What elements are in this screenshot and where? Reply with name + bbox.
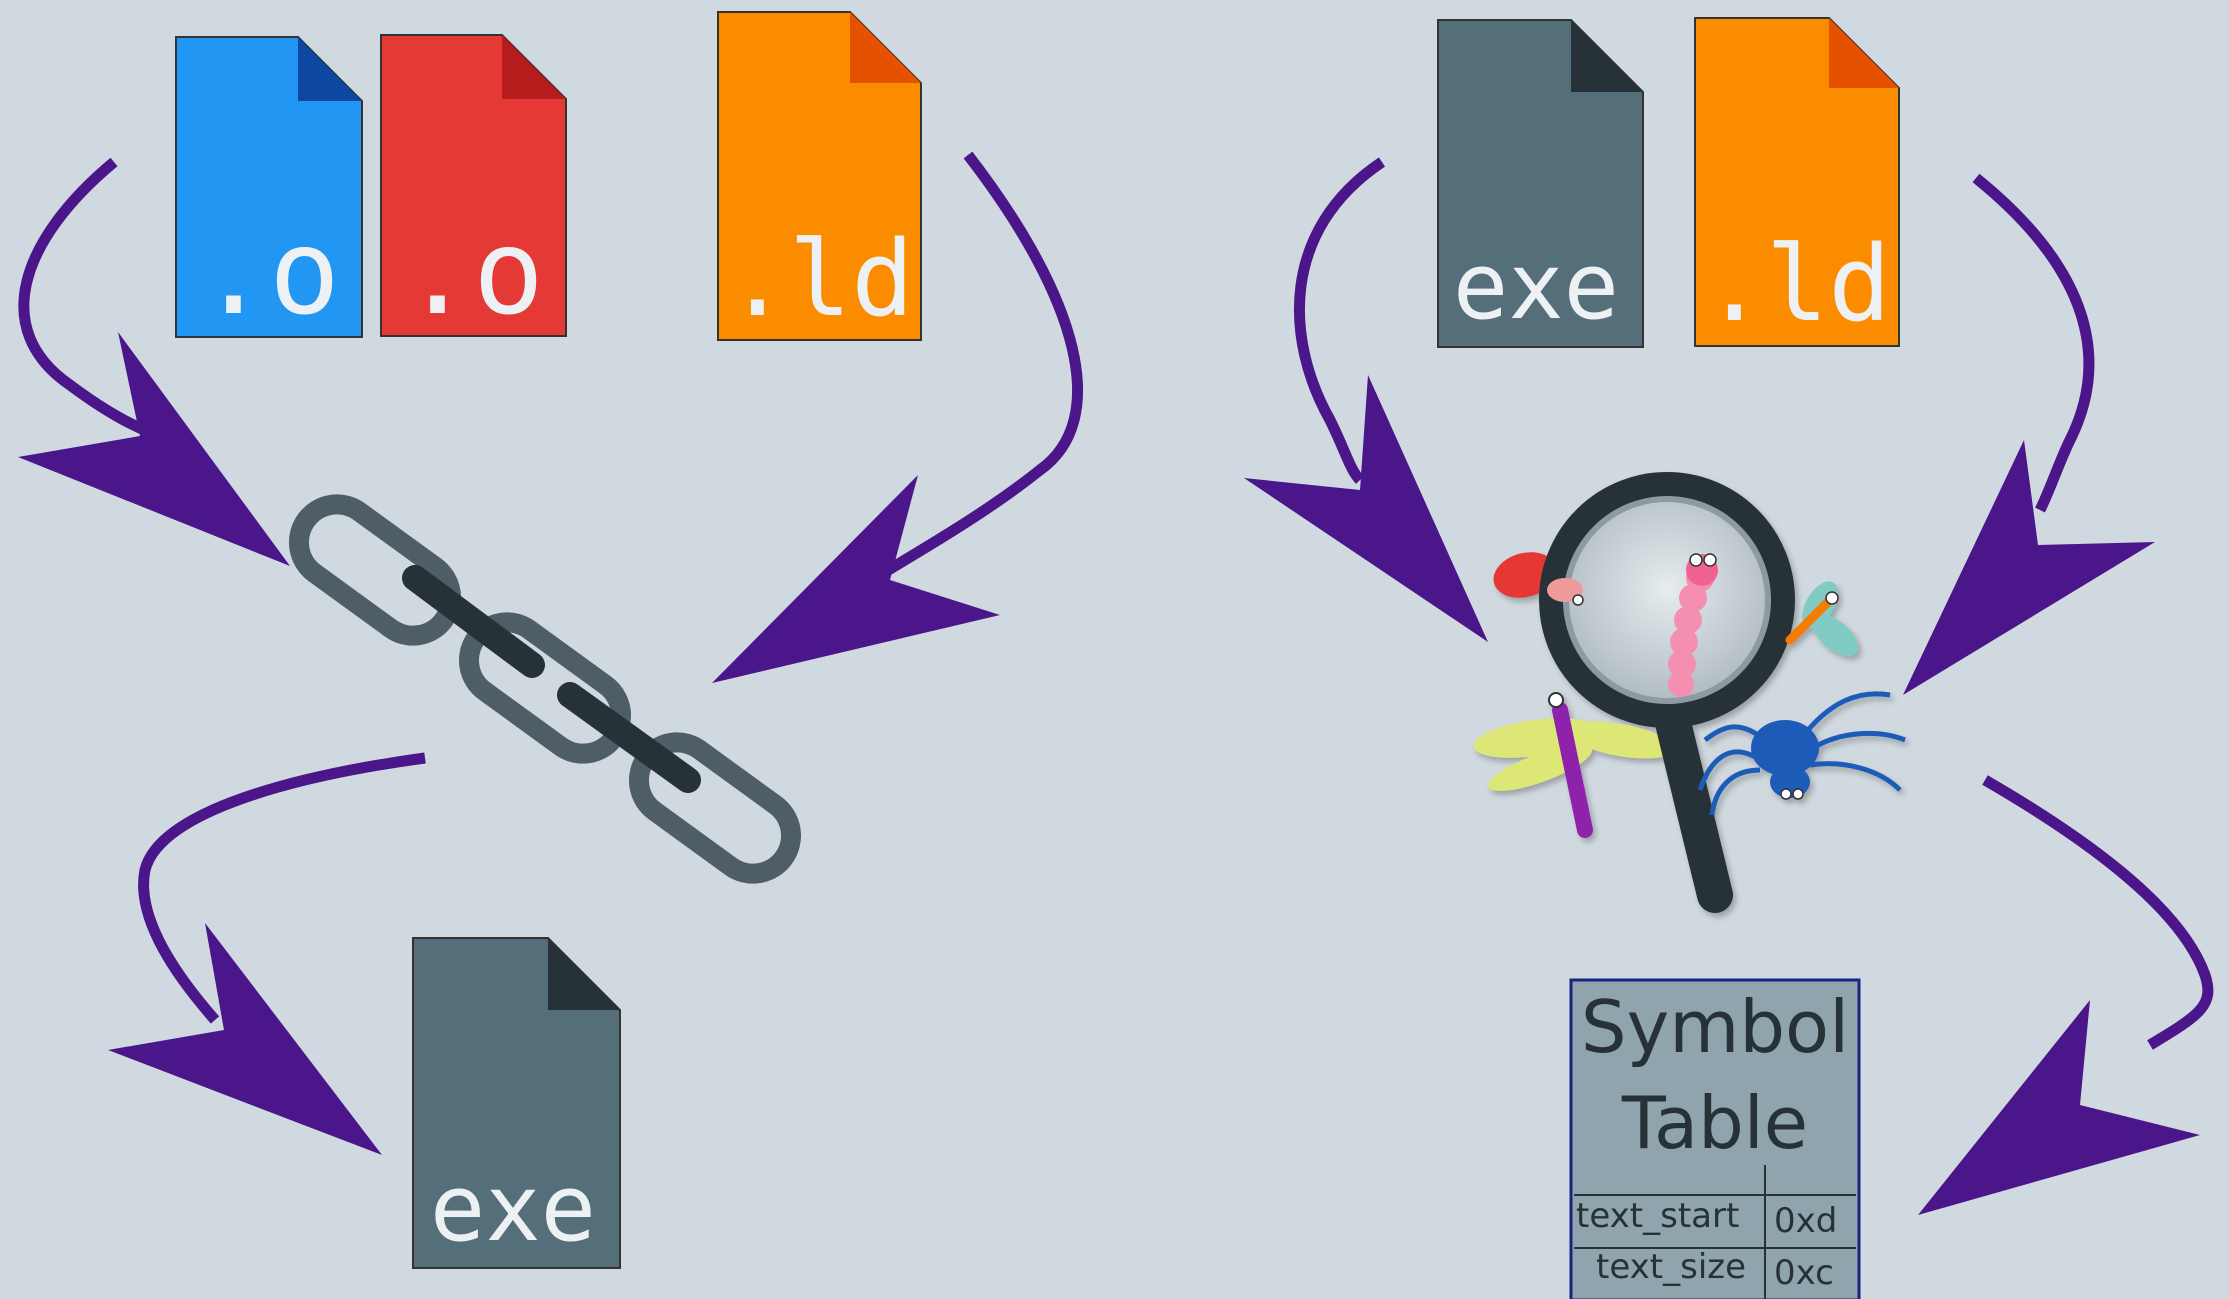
file-extension-label: .ld [726,218,914,340]
object-file-icon-1: .o [175,36,363,341]
dragonfly-icon [1473,692,1675,838]
link-stage: .o .o .ld [18,11,1084,1269]
symbol-name-cell: text_size [1596,1247,1746,1287]
symbol-value-cell: 0xc [1774,1253,1834,1293]
symbol-name-cell: text_start [1576,1196,1739,1236]
symbol-value-cell: 0xd [1774,1201,1837,1241]
symbol-table: Symbol Table text_start 0xd text_size 0x… [1569,978,1861,1299]
file-extension-label: exe [430,1155,596,1262]
file-extension-label: .ld [1703,223,1891,345]
executable-file-icon: exe [412,937,621,1269]
linker-script-file-icon: .ld [1694,17,1900,347]
file-extension-label: .o [402,203,544,341]
arrow-debugger-to-symbol-table [1918,775,2214,1215]
symbol-table-title-line1: Symbol [1581,985,1849,1069]
spider-icon [1697,691,1906,816]
magnifying-glass-with-bugs-icon [1473,472,1906,913]
arrow-ld-to-linker [712,151,1084,683]
file-extension-label: exe [1453,233,1619,340]
symbol-table-title-line2: Table [1621,1081,1808,1165]
caterpillar-icon [1668,553,1718,697]
arrow-inputs-to-linker [18,157,290,566]
arrow-ld-to-debugger [1903,173,2155,695]
fly-icon [1785,581,1859,656]
object-file-icon-2: .o [380,34,567,341]
arrow-exe-to-debugger [1244,157,1488,642]
file-extension-label: .o [198,203,340,341]
small-bug-icon [1547,578,1584,606]
arrow-linker-to-exe [108,752,426,1155]
executable-file-icon: exe [1437,19,1644,348]
debug-stage: exe .ld [1244,17,2214,1299]
linker-script-file-icon: .ld [717,11,922,341]
chain-link-icon [288,494,802,884]
